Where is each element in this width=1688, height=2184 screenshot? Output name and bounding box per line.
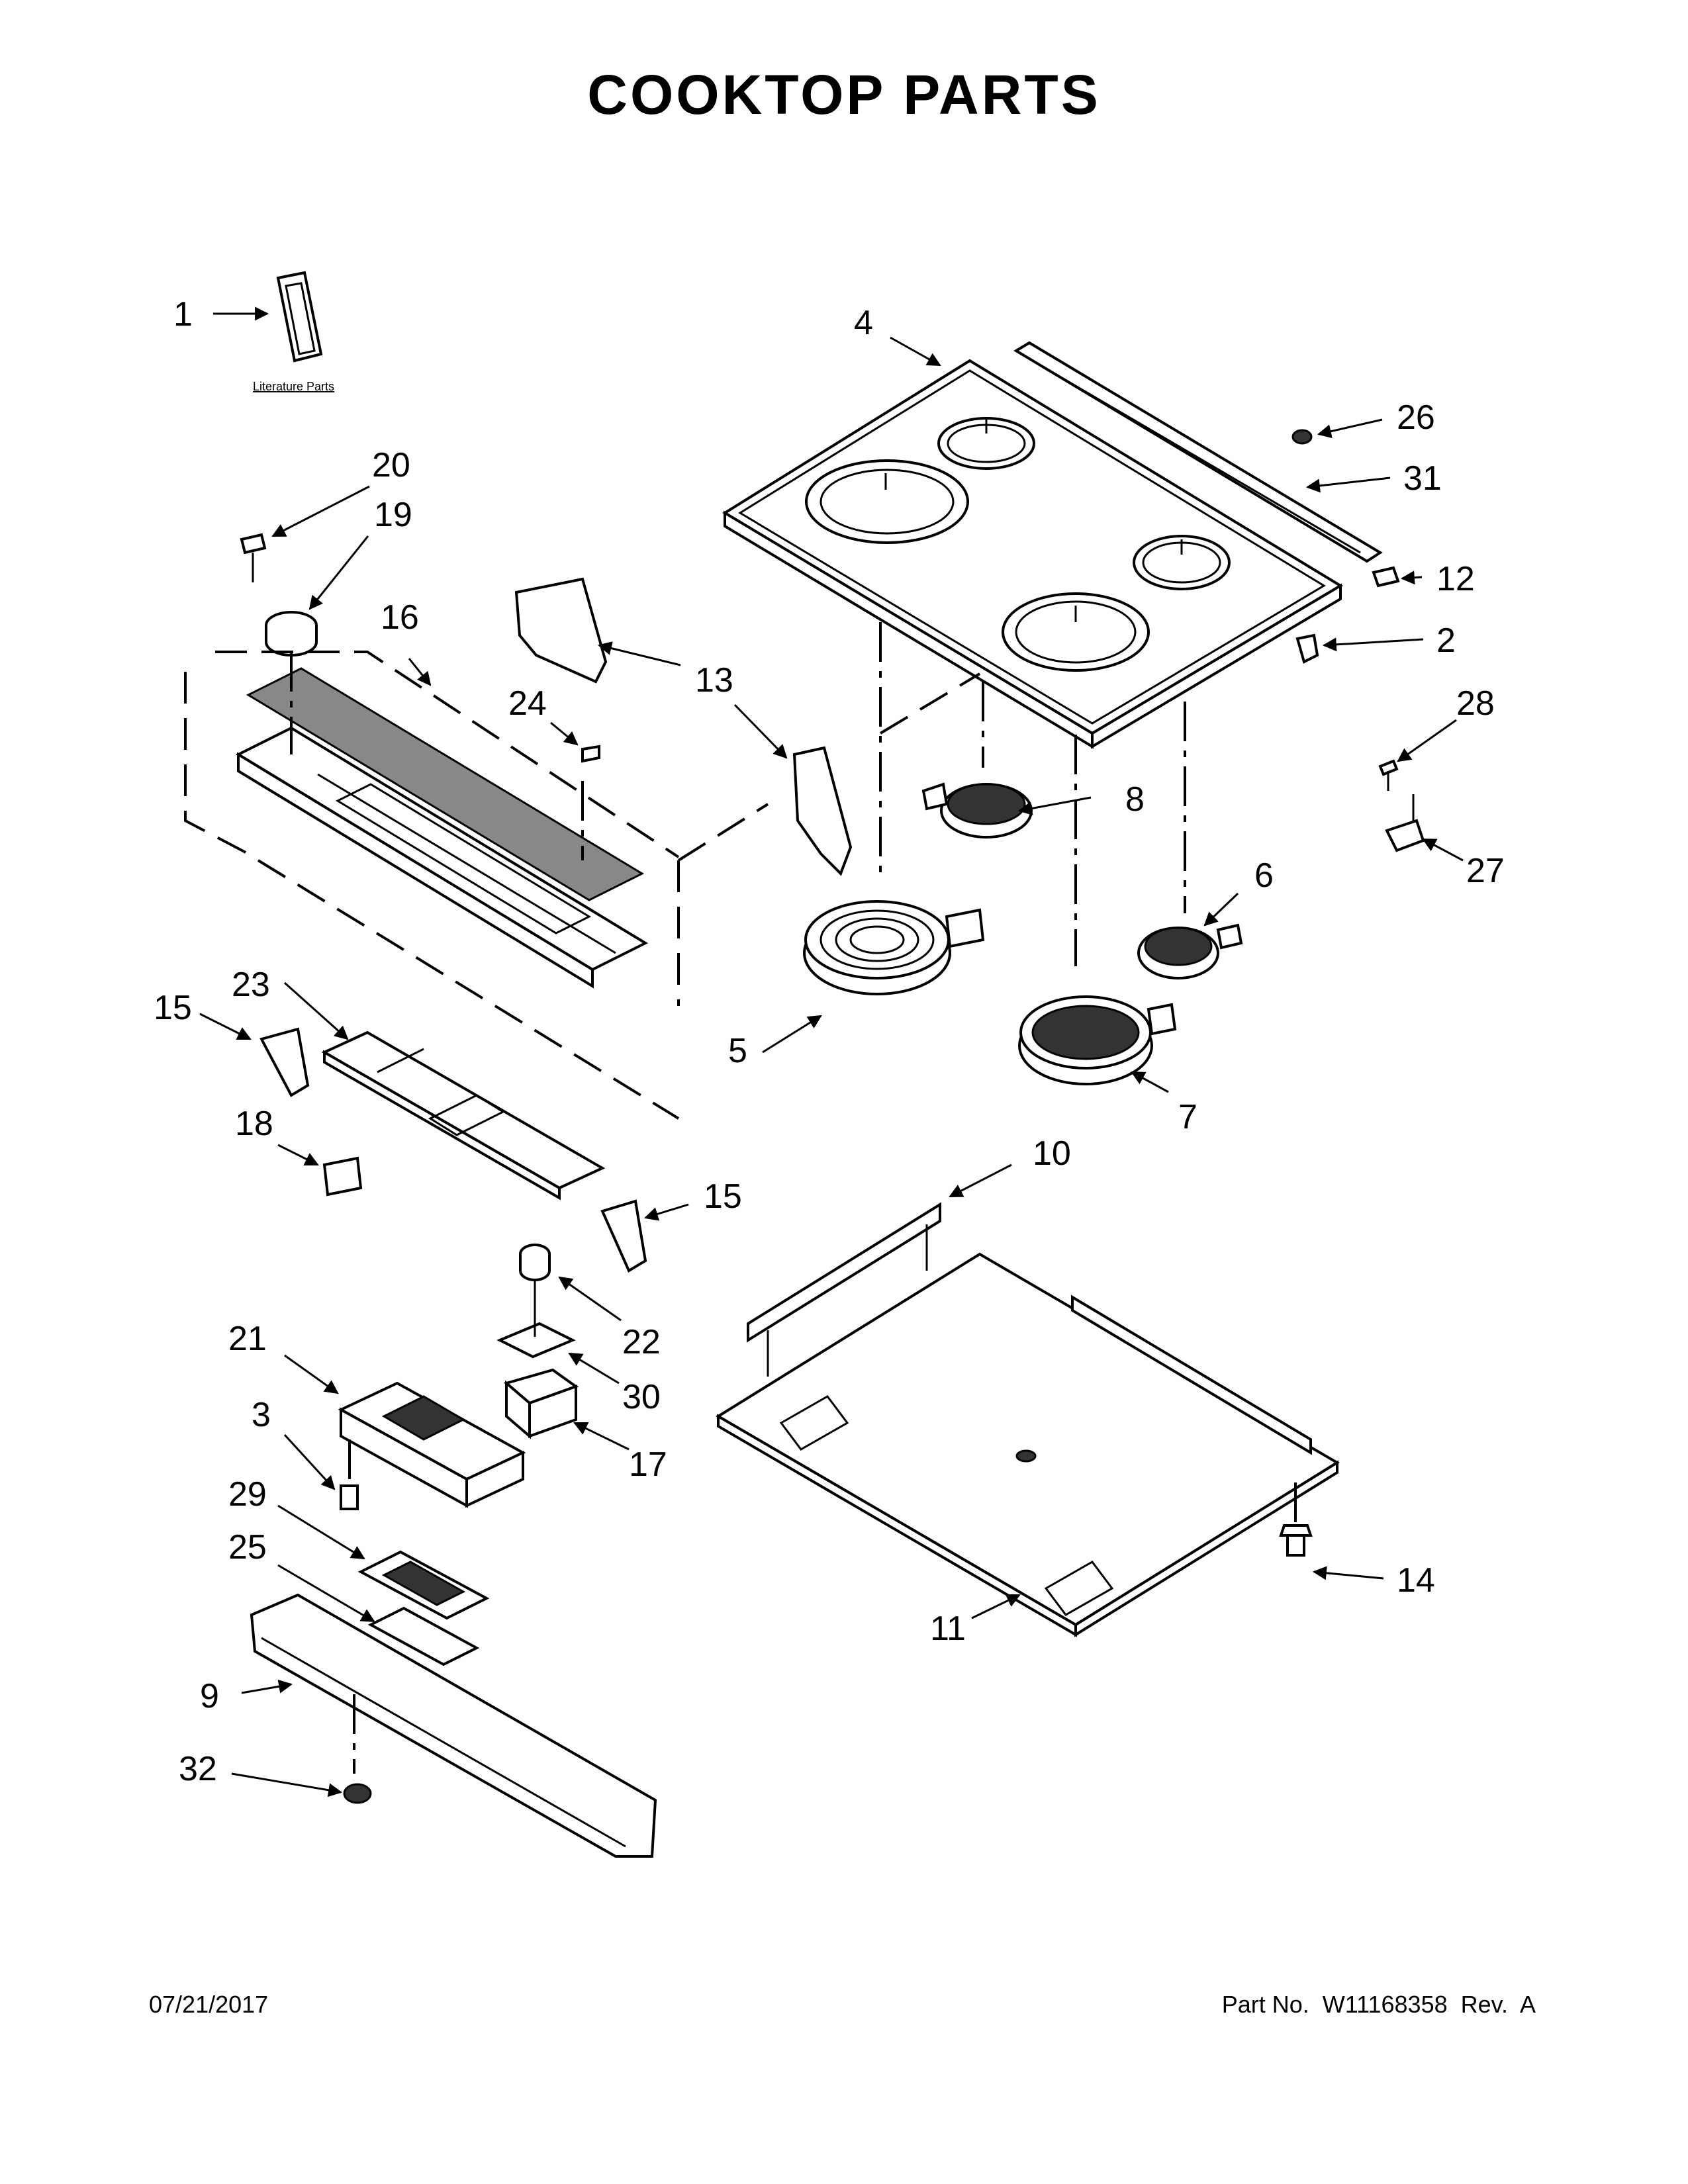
callout-18: 18: [235, 1105, 273, 1143]
surface-element-5: [762, 900, 985, 1054]
surface-element-7: [1018, 995, 1177, 1093]
callout-1: 1: [173, 295, 193, 334]
literature-parts-icon: [213, 271, 323, 363]
screw-28: [1378, 719, 1457, 791]
callout-22: 22: [622, 1323, 661, 1361]
callout-15b: 15: [704, 1177, 742, 1216]
shield-25: [277, 1564, 480, 1666]
callout-3: 3: [252, 1396, 271, 1434]
bumper-part: [1291, 418, 1383, 445]
control-panel-16: [184, 651, 769, 1120]
callout-31: 31: [1403, 459, 1442, 498]
screw-24: [550, 721, 600, 763]
screw-3: [283, 1433, 359, 1510]
knob-19: [265, 535, 369, 657]
page-title: COOKTOP PARTS: [587, 64, 1101, 126]
switch-17: [503, 1368, 630, 1451]
literature-parts-label: Literature Parts: [253, 380, 334, 393]
callout-2: 2: [1436, 621, 1456, 660]
callout-13: 13: [695, 661, 733, 700]
knob-22: [519, 1244, 622, 1322]
callout-10: 10: [1033, 1134, 1071, 1173]
burner-box: [716, 1163, 1340, 1637]
bracket-13: [514, 577, 853, 876]
callout-23: 23: [232, 966, 270, 1004]
board-29: [277, 1504, 490, 1620]
callout-16: 16: [381, 598, 419, 637]
callout-24: 24: [508, 684, 547, 723]
footer-date: 07/21/2017: [149, 1991, 269, 2018]
callout-30: 30: [622, 1378, 661, 1416]
screw-20: [240, 485, 370, 582]
callout-15a: 15: [154, 989, 192, 1027]
cooktop-glass: [722, 336, 1343, 749]
relay-18: [277, 1144, 363, 1197]
callout-20: 20: [372, 446, 410, 484]
callout-32: 32: [179, 1750, 217, 1788]
trim-9: [241, 1593, 657, 1858]
bracket-15a: [199, 1013, 310, 1097]
callout-4: 4: [854, 304, 873, 342]
surface-element-6: [1137, 892, 1243, 979]
footer-part-number: Part No. W11168358 Rev. A: [1221, 1991, 1536, 2018]
bracket-27: [1385, 794, 1464, 862]
clip-part: [1295, 633, 1424, 664]
surface-element-8: [921, 782, 1092, 839]
callout-28: 28: [1456, 684, 1495, 723]
callout-11: 11: [930, 1610, 966, 1648]
callout-25: 25: [228, 1528, 267, 1567]
knob-32: [231, 1772, 372, 1804]
callout-5: 5: [728, 1032, 747, 1070]
callout-19: 19: [374, 496, 412, 534]
callout-8: 8: [1125, 780, 1145, 819]
callout-14: 14: [1397, 1561, 1435, 1600]
control-board-23: [283, 981, 606, 1201]
callout-26: 26: [1397, 398, 1435, 437]
callout-12: 12: [1436, 560, 1475, 598]
callout-7: 7: [1178, 1098, 1197, 1136]
switch-part: [1372, 566, 1423, 588]
callout-27: 27: [1466, 852, 1505, 890]
control-21: [284, 1354, 526, 1508]
callout-17: 17: [629, 1445, 667, 1484]
gasket-30: [496, 1281, 620, 1385]
callout-21: 21: [228, 1320, 267, 1358]
callout-9: 9: [200, 1677, 219, 1715]
screw-14: [1279, 1482, 1384, 1580]
bracket-15b: [600, 1199, 689, 1273]
callout-6: 6: [1254, 856, 1274, 895]
vent-trim: [1013, 341, 1391, 563]
callout-29: 29: [228, 1475, 267, 1514]
